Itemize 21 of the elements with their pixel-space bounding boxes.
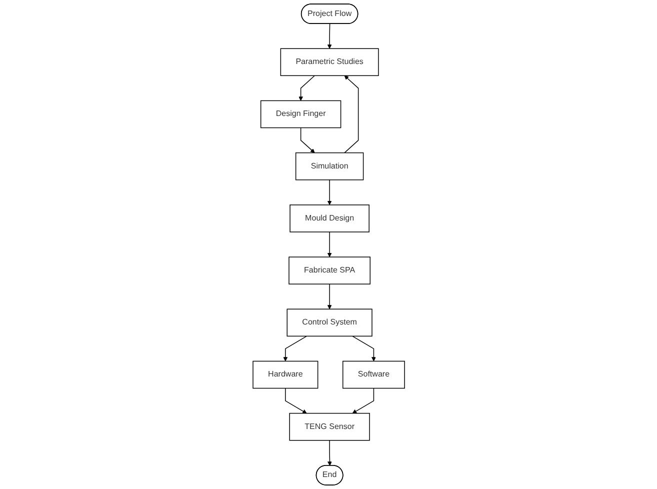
node-box: Simulation xyxy=(295,152,364,180)
node-box: Parametric Studies xyxy=(280,48,379,76)
arrow xyxy=(327,440,332,466)
arrow xyxy=(298,75,315,101)
node-box: Hardware xyxy=(252,360,318,389)
arrow xyxy=(352,336,376,362)
arrow xyxy=(344,75,358,154)
arrow xyxy=(352,388,374,414)
node-box: Software xyxy=(342,360,405,389)
node-box: Design Finger xyxy=(260,100,341,128)
arrow xyxy=(327,284,332,310)
node-box: Control System xyxy=(286,308,372,337)
node-box: Mould Design xyxy=(289,204,370,232)
node-box: Fabricate SPA xyxy=(288,256,370,284)
arrow xyxy=(300,127,315,154)
arrow xyxy=(327,23,332,49)
arrow xyxy=(327,232,332,258)
node-box: TENG Sensor xyxy=(288,412,370,441)
arrow xyxy=(282,336,307,362)
arrow xyxy=(284,388,307,414)
arrow xyxy=(327,180,332,206)
